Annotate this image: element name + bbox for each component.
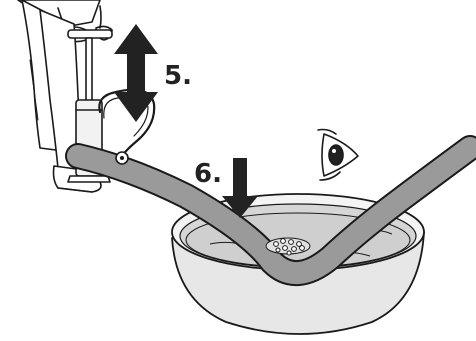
step-6-label: 6. [194,159,222,189]
step-5-label: 5. [164,61,192,91]
step-5: 5. [114,24,192,122]
up-down-double-arrow-icon [114,24,158,122]
eye-icon [318,130,358,181]
